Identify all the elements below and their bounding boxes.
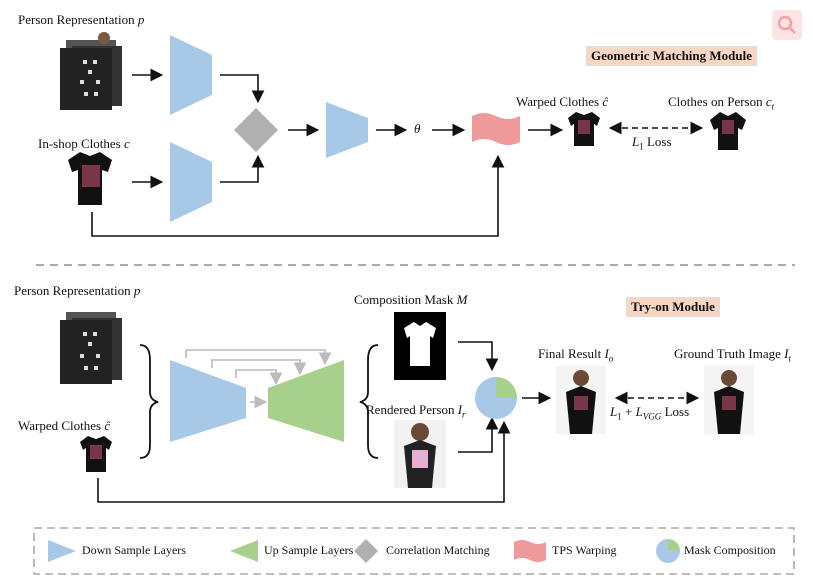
legend-up-swatch: [230, 540, 258, 562]
mask-composition-node: [475, 377, 517, 419]
person-rep-label-bottom: Person Representation p: [14, 283, 141, 298]
legend-corr-swatch: [354, 539, 378, 563]
composition-mask-label: Composition Mask M: [354, 292, 468, 307]
skip-connection: [235, 369, 283, 386]
arrow: [458, 341, 499, 372]
ground-truth-label: Ground Truth Image It: [674, 346, 791, 364]
inshop-label: In-shop Clothes c: [38, 136, 130, 151]
vgg-loss-label: L1 + LVGG Loss: [610, 404, 690, 422]
legend-tps-swatch: [514, 540, 546, 562]
input-brace: [139, 344, 159, 459]
l1-loss-label: L1 Loss: [632, 134, 672, 152]
skip-connection: [185, 349, 332, 366]
final-result-image: [556, 366, 606, 434]
down-sample-layer: [170, 360, 246, 442]
regression-layer: [326, 102, 368, 158]
geometric-matching-module-label: Geometric Matching Module: [586, 46, 758, 66]
ground-truth-image: [704, 366, 754, 434]
arrow: [220, 74, 265, 104]
person-rep-label-top: Person Representation p: [18, 12, 145, 27]
theta-label: θ: [414, 121, 421, 136]
legend-corr-label: Correlation Matching: [386, 543, 490, 557]
clothes-on-person-image: [710, 112, 746, 150]
legend-box: [33, 527, 795, 575]
try-on-module-label: Try-on Module: [626, 297, 720, 317]
arrow: [91, 154, 505, 237]
final-result-label: Final Result Io: [538, 346, 614, 364]
person-rep-stack-bottom: [60, 312, 122, 384]
down-sample-layer: [170, 35, 212, 115]
arrow: [220, 154, 265, 183]
up-sample-layer: [268, 360, 344, 442]
search-icon[interactable]: [772, 10, 802, 40]
arrow: [97, 420, 511, 503]
correlation-matching-node: [234, 108, 278, 152]
down-sample-layer: [170, 142, 212, 222]
warped-clothes-image-bottom: [80, 436, 112, 472]
warped-clothes-label-top: Warped Clothes ĉ: [516, 94, 609, 109]
tps-warping-node: [472, 113, 520, 145]
rendered-person-image: [394, 420, 446, 488]
legend-up-label: Up Sample Layers: [264, 543, 354, 557]
skip-connection: [211, 359, 307, 376]
clothes-on-person-label: Clothes on Person ct: [668, 94, 775, 112]
arrow: [458, 416, 499, 453]
legend-down-swatch: [48, 540, 76, 562]
legend-mask-swatch-slice: [668, 539, 680, 551]
composition-mask-image: [394, 312, 446, 380]
warped-clothes-image-top: [568, 112, 600, 146]
output-brace: [359, 344, 379, 459]
person-rep-stack-top: [60, 32, 122, 110]
warped-clothes-label-bottom: Warped Clothes ĉ: [18, 418, 111, 433]
legend-tps-label: TPS Warping: [552, 543, 617, 557]
legend-mask-label: Mask Composition: [684, 543, 776, 557]
rendered-person-label: Rendered Person Ir: [366, 402, 466, 420]
inshop-clothes-image-top: [68, 152, 112, 205]
legend-down-label: Down Sample Layers: [82, 543, 186, 557]
